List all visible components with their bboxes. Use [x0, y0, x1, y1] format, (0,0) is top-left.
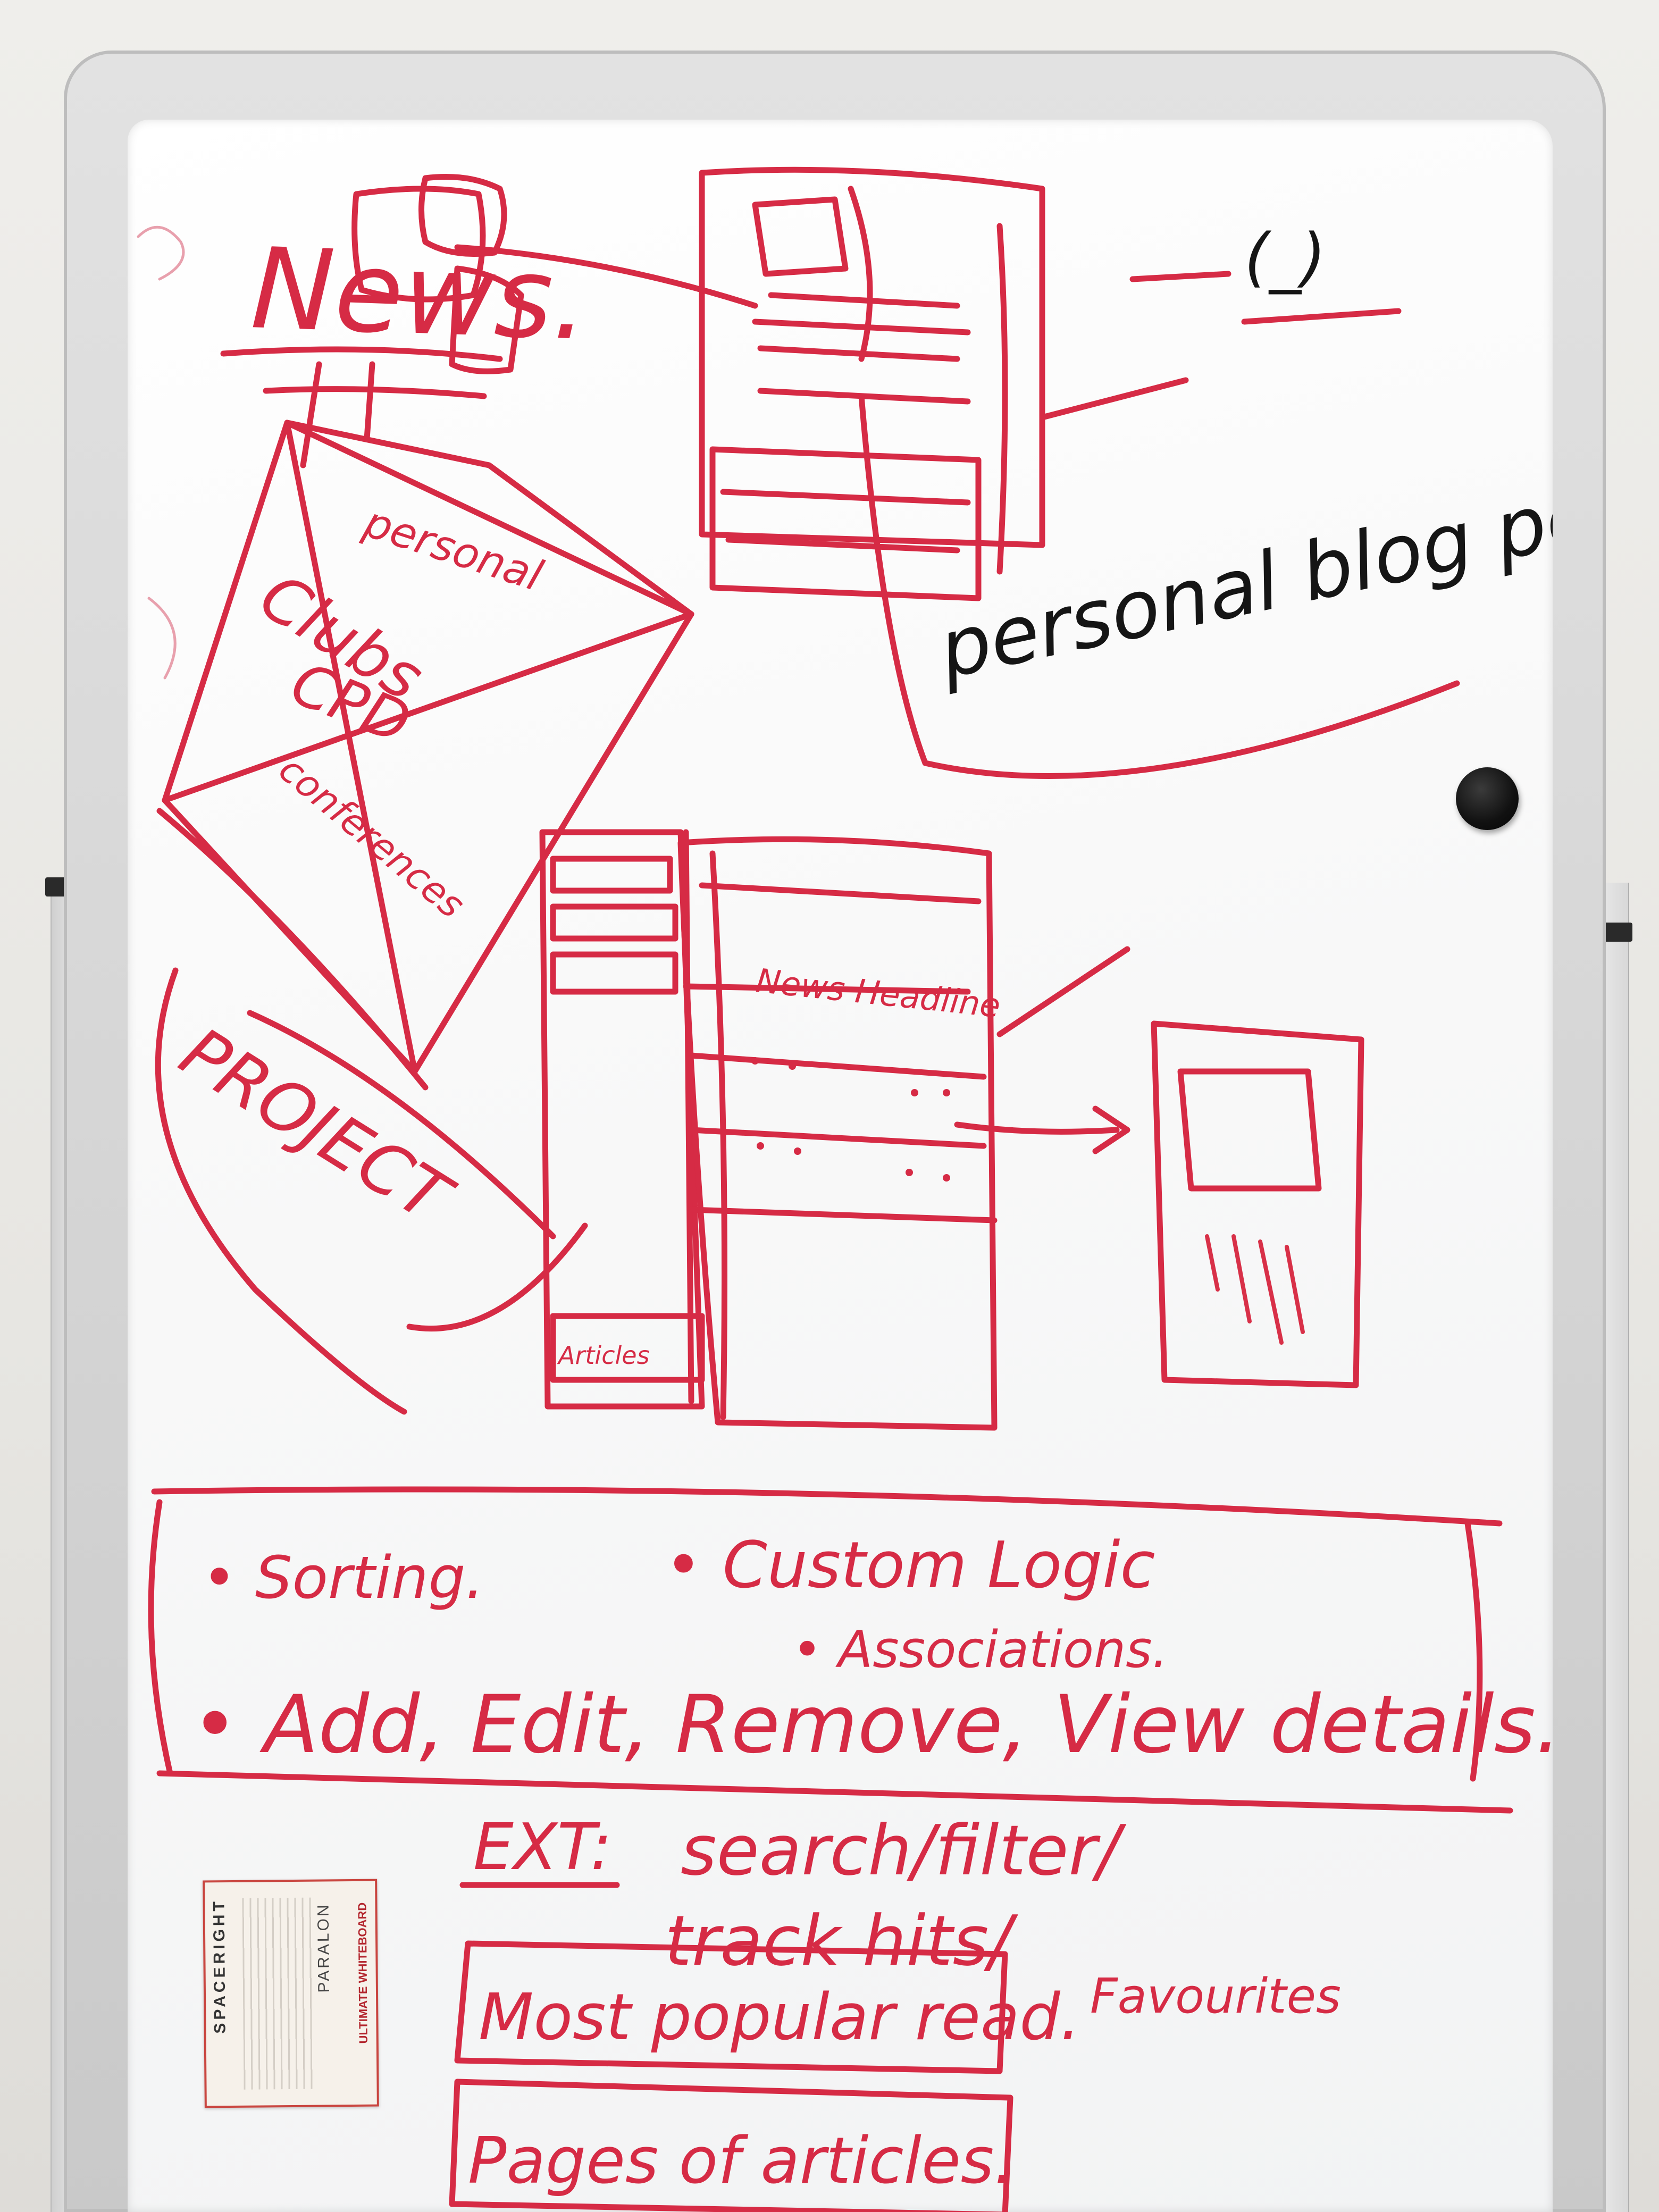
ext-label: EXT: [473, 1811, 612, 1884]
blog-callout-text: personal blog posts/ article [931, 381, 1553, 697]
diamond-label-personal: personal [358, 497, 548, 601]
wireframe-top [454, 166, 1460, 780]
whiteboard-surface: News. [128, 120, 1553, 2212]
project-sketch [155, 967, 588, 1415]
news-title: News. [249, 223, 590, 365]
pages-box [449, 2079, 1013, 2212]
marker-drawing: News. [137, 166, 1553, 2212]
brand-sticker: SPACERIGHT PARALON ULTIMATE WHITEBOARD [203, 1879, 379, 2108]
ext-items-line2: track hits/ [665, 1900, 1018, 1981]
feature-sorting: • Sorting. [202, 1544, 484, 1612]
feature-box [148, 1486, 1513, 1814]
most-popular-box [454, 1940, 1008, 2074]
most-popular-label: Most popular read. [479, 1981, 1080, 2055]
sticker-fineprint [242, 1897, 313, 2090]
news-headline-label: News Headline [754, 961, 1002, 1025]
sticker-brand: SPACERIGHT [210, 1898, 229, 2034]
favourites-label: Favourites [1090, 1968, 1341, 2024]
news-list-wireframe [539, 829, 1130, 1431]
top-right-scribble-text: (_) [1244, 221, 1326, 295]
pages-label: Pages of articles. [468, 2124, 1014, 2198]
top-right-scribble [1129, 271, 1402, 325]
sticker-product: ULTIMATE WHITEBOARD [355, 1902, 370, 2044]
feature-crud: • Add, Edit, Remove, View details. [191, 1679, 1553, 1771]
articles-sidebar-label: Articles [557, 1341, 650, 1370]
category-diamond [156, 420, 694, 1091]
sticker-maker: PARALON [314, 1903, 333, 1993]
diamond-label-conferences: conferences [271, 747, 473, 927]
whiteboard-frame: News. [64, 51, 1606, 2212]
feature-custom-logic: • Custom Logic [665, 1529, 1155, 1603]
feature-associations: • Associations. [792, 1621, 1168, 1679]
blog-callout-line1: personal blog posts/ article [931, 381, 1553, 697]
detail-view-wireframe [1151, 1020, 1364, 1388]
ext-items-line1: search/filter/ [681, 1810, 1127, 1891]
magnet-icon [1456, 767, 1519, 830]
